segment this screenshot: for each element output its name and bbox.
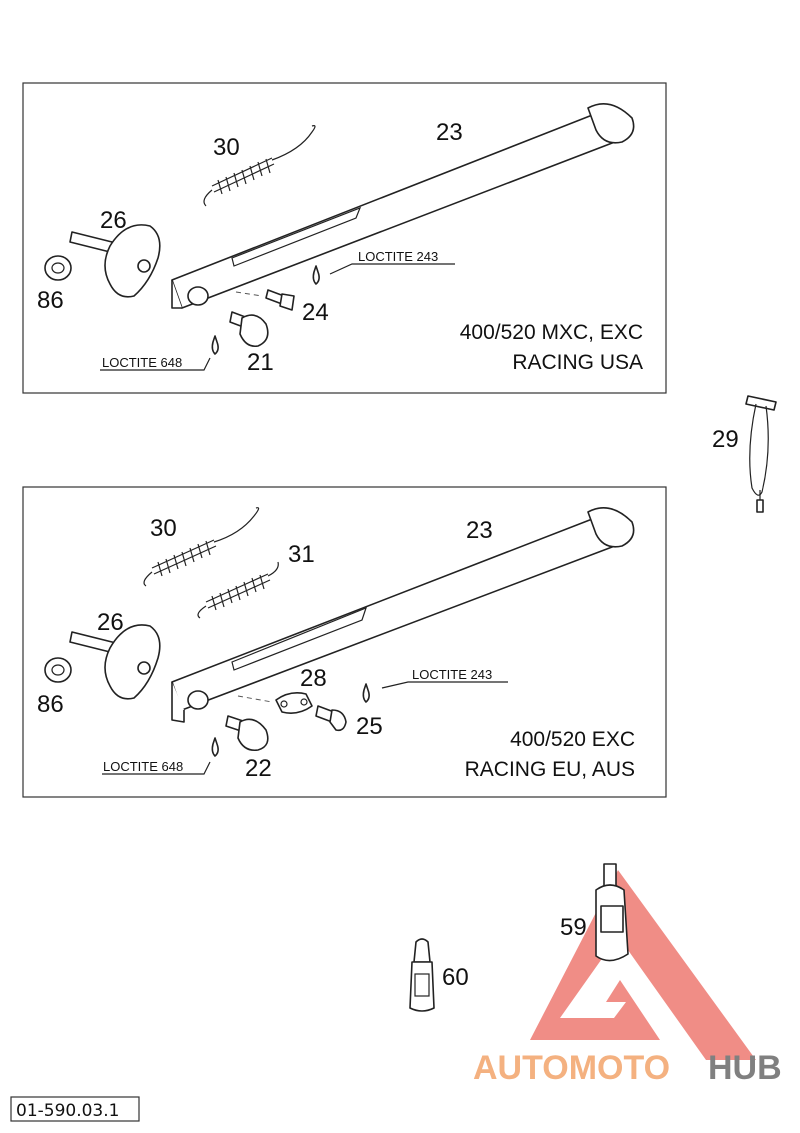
callout-21: 21	[247, 349, 274, 376]
drop-icon	[362, 683, 370, 703]
bottle-label	[600, 905, 624, 933]
callout-29: 29	[712, 426, 739, 453]
automotohub-watermark: AUTOMOTO HUB	[473, 870, 782, 1087]
screw-24-usa	[235, 289, 295, 311]
pivot-26-usa	[69, 224, 161, 298]
side-stand-eu	[171, 506, 635, 723]
variant-line-1: 400/520 MXC, EXC	[460, 321, 643, 344]
callout-26: 26	[97, 609, 124, 636]
grease-tube-60: 60	[409, 938, 469, 1012]
plate-28-eu	[237, 692, 313, 714]
side-stand-usa	[171, 102, 635, 309]
leader-loctite-243-usa	[329, 263, 455, 275]
drop-icon	[211, 737, 219, 757]
watermark-text-hub: HUB	[708, 1049, 782, 1087]
leader-loctite-648-usa	[100, 357, 211, 371]
callout-28: 28	[300, 665, 327, 692]
leader-loctite-243-eu	[381, 681, 508, 689]
spring-31-eu	[197, 561, 279, 619]
variant-line-2: RACING EU, AUS	[465, 758, 635, 781]
spring-puller-29: 29	[712, 395, 777, 513]
tube-label	[414, 973, 430, 997]
variant-line-2: RACING USA	[512, 351, 643, 374]
callout-25: 25	[356, 713, 383, 740]
callout-26: 26	[100, 207, 127, 234]
loctite-bottle-59: 59	[560, 863, 629, 962]
bolt-22-eu	[225, 715, 269, 752]
watermark-text-automoto: AUTOMOTO	[473, 1049, 670, 1087]
drop-icon	[312, 265, 320, 285]
loctite-648-label: LOCTITE 648	[102, 355, 182, 370]
callout-86: 86	[37, 287, 64, 314]
variant-line-1: 400/520 EXC	[510, 728, 635, 751]
callout-24: 24	[302, 299, 329, 326]
callout-23: 23	[466, 517, 493, 544]
screw-25-eu	[315, 705, 347, 732]
leader-loctite-648-eu	[102, 761, 211, 775]
callout-30: 30	[150, 515, 177, 542]
nut-86-usa	[44, 255, 72, 281]
nut-86-eu	[44, 657, 72, 683]
callout-22: 22	[245, 755, 272, 782]
loctite-243-label: LOCTITE 243	[412, 667, 492, 682]
loctite-648-label: LOCTITE 648	[103, 759, 183, 774]
bolt-21-usa	[229, 311, 269, 348]
pivot-26-eu	[69, 624, 161, 700]
spring-30-usa	[203, 125, 316, 207]
callout-60: 60	[442, 964, 469, 991]
spring-30-eu	[143, 507, 260, 587]
callout-23: 23	[436, 119, 463, 146]
document-reference: 01-590.03.1	[10, 1096, 140, 1122]
doc-ref-code: 01-590.03.1	[16, 1101, 119, 1121]
drop-icon	[211, 335, 219, 355]
callout-30: 30	[213, 134, 240, 161]
panel-eu-frame	[22, 486, 667, 798]
callout-59: 59	[560, 914, 587, 941]
panel-eu: 30 31 23 26 86 28 25 22 LOCTITE 243 LOCT…	[22, 486, 667, 798]
panel-usa-frame	[22, 82, 667, 394]
triangle-logo-icon	[530, 870, 756, 1060]
callout-86: 86	[37, 691, 64, 718]
callout-31: 31	[288, 541, 315, 568]
loctite-243-label: LOCTITE 243	[358, 249, 438, 264]
doc-ref-frame	[10, 1096, 140, 1122]
panel-usa: 30 23 26 86 24 21 LOCTITE 243 LOCTITE 64…	[22, 82, 667, 394]
